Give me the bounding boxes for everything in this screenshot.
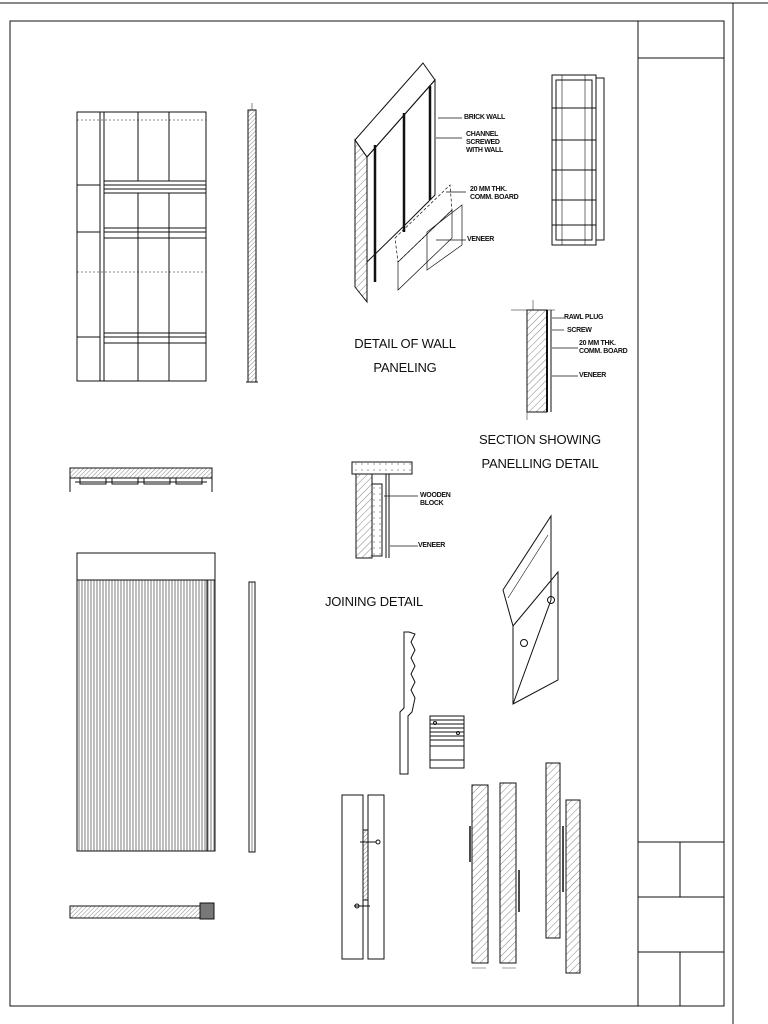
note-board: 20 MM THK. COMM. BOARD [470, 186, 519, 201]
note-brick-wall: BRICK WALL [464, 114, 505, 121]
framing-detail [551, 74, 605, 246]
title-section-line-1: SECTION SHOWING [479, 432, 601, 447]
panel-fixing-detail [341, 794, 385, 960]
title-section: SECTION SHOWING PANELLING DETAIL [470, 428, 610, 476]
louvre-side-strip [248, 581, 256, 853]
wall-paneling-isometric [354, 62, 466, 304]
joining-detail [351, 461, 418, 559]
title-block [637, 21, 724, 1006]
note-rawl-plug: RAWL PLUG [564, 314, 604, 321]
ceiling-section [69, 467, 213, 492]
fluted-block [429, 715, 465, 769]
title-wall-paneling-line-1: DETAIL OF WALL [354, 336, 456, 351]
note-veneer-isometric: VENEER [467, 236, 494, 243]
angle-bracket [502, 514, 559, 705]
note-screw: SCREW [567, 327, 592, 334]
note-wooden-block: WOODEN BLOCK [420, 492, 451, 507]
board-pair-left [469, 782, 520, 969]
note-channel: CHANNEL SCREWED WITH WALL [466, 131, 503, 154]
wall-side-section [246, 103, 258, 383]
wall-elevation [76, 111, 207, 382]
moulding-profile [399, 631, 416, 775]
title-wall-paneling-line-2: PANELING [373, 360, 437, 375]
note-veneer-section: VENEER [579, 372, 606, 379]
louvre-elevation [76, 552, 216, 852]
bottom-plank [69, 902, 215, 920]
note-veneer-joint: VENEER [418, 542, 445, 549]
panelling-section [511, 300, 578, 420]
title-section-line-2: PANELLING DETAIL [481, 456, 599, 471]
board-pair-right [545, 762, 581, 974]
note-board-section: 20 MM THK. COMM. BOARD [579, 340, 628, 355]
title-joining-detail: JOINING DETAIL [324, 594, 424, 609]
title-wall-paneling: DETAIL OF WALL PANELING [340, 332, 470, 380]
